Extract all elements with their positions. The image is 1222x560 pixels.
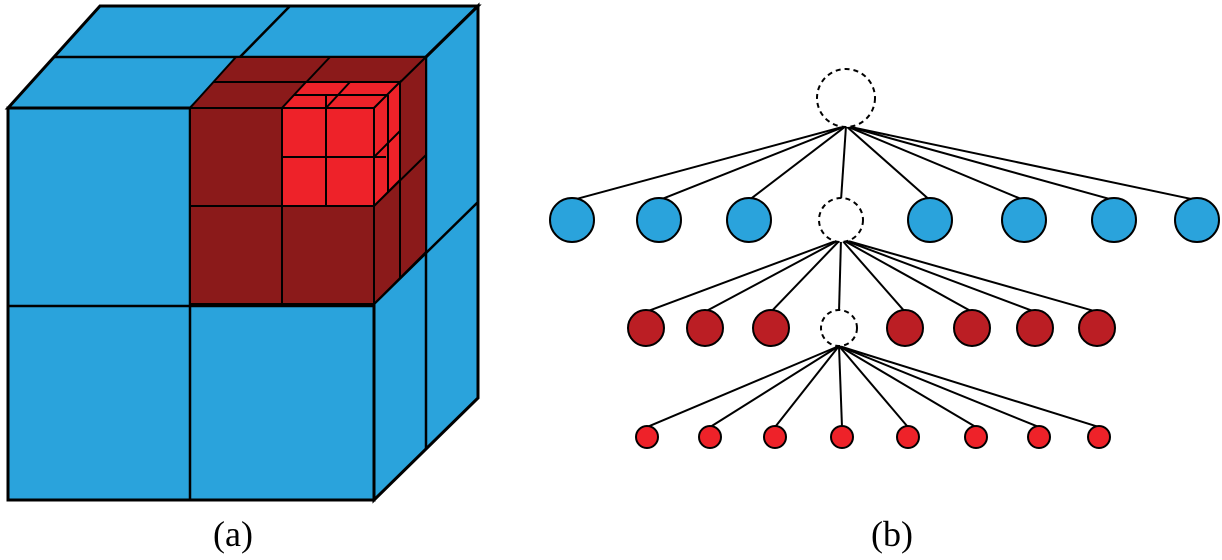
tree-leaf-node-level-3 [698,425,722,449]
tree-expanded-node-level-1 [818,197,864,243]
tree-leaf-node-level-1 [1001,197,1047,243]
tree-edge-level-2 [840,238,973,313]
tree-leaf-node-level-2 [886,309,924,347]
tree-leaf-node-level-2 [953,309,991,347]
tree-leaf-node-level-3 [763,425,787,449]
tree-root-node [816,68,876,128]
tree-edge-level-1 [845,125,1115,202]
tree-leaf-node-level-3 [964,425,988,449]
octant-l3-top-divider-2 [325,81,351,109]
tree-edge-level-1 [748,125,847,201]
tree-edge-level-2 [770,238,842,313]
tree-edge-level-1 [845,125,931,201]
tree-edge-level-1 [571,125,847,202]
tree-leaf-node-level-3 [1027,425,1051,449]
tree-leaf-node-level-3 [830,425,854,449]
tree-leaf-node-level-2 [1016,309,1054,347]
tree-edge-level-3 [838,345,909,428]
tree-leaf-node-level-1 [1174,197,1220,243]
tree-edge-level-1 [658,125,847,202]
tree-leaf-node-level-1 [549,197,595,243]
tree-leaf-node-level-1 [1091,197,1137,243]
tree-edge-level-3 [838,345,977,428]
tree-edge-level-2 [840,238,1098,313]
tree-expanded-node-level-2 [820,309,858,347]
tree-edge-level-2 [840,238,906,313]
tree-edge-level-2 [840,238,1036,313]
tree-leaf-node-level-1 [726,197,772,243]
octant-level-3 [279,79,403,209]
octant-l3-side-divider-2 [373,130,401,158]
tree-edge-level-2 [645,238,842,313]
tree-edge-level-3 [709,345,840,428]
caption-panel-b: (b) [871,514,913,554]
tree-edge-level-1 [845,125,1025,202]
tree-edge-level-3 [646,345,840,429]
tree-leaf-node-level-1 [636,197,682,243]
tree-edge-level-3 [838,345,1040,429]
tree-leaf-node-level-2 [752,309,790,347]
tree-edge-level-1 [845,125,1198,202]
tree-edge-level-2 [704,238,842,313]
tree-edges [571,125,1198,429]
tree-leaf-node-level-2 [1078,309,1116,347]
tree-leaf-node-level-3 [635,425,659,449]
tree-leaf-node-level-1 [907,197,953,243]
tree-nodes [549,68,1220,449]
tree-leaf-node-level-3 [1087,425,1111,449]
tree-edge-level-3 [838,345,843,428]
tree-edge-level-3 [838,345,1100,429]
tree-edge-level-1 [840,125,847,201]
caption-panel-a: (a) [213,514,253,554]
tree-leaf-node-level-3 [896,425,920,449]
tree-edge-level-3 [774,345,840,428]
tree-edge-level-2 [838,238,842,312]
tree-leaf-node-level-2 [686,309,724,347]
octree-cube [4,2,482,504]
tree-leaf-node-level-2 [627,309,665,347]
